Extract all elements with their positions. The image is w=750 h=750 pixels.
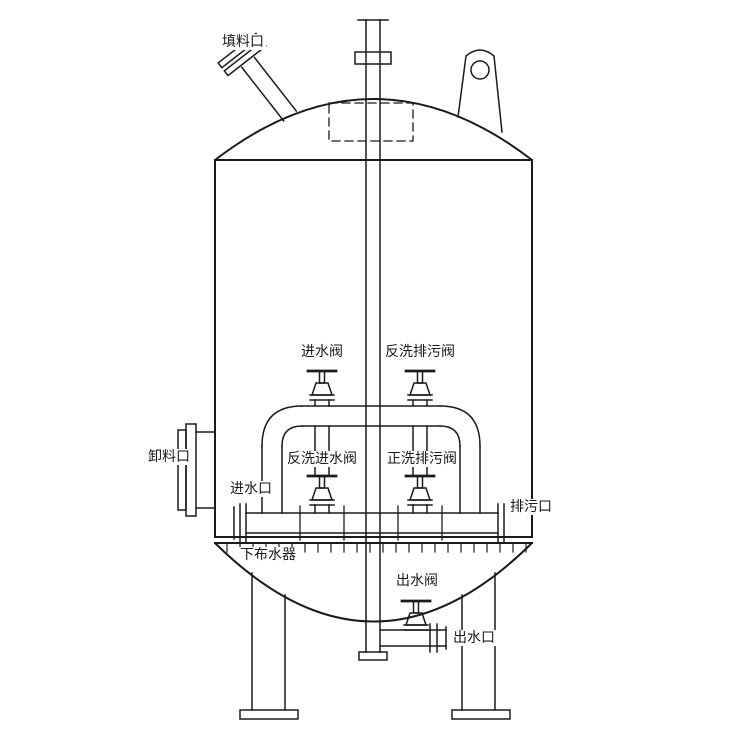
discharge-nozzle: [177, 423, 216, 517]
hidden-manhole-outline: [328, 102, 414, 142]
tank-bottom-dish: [213, 541, 534, 623]
label-outlet-valve: 出水阀: [394, 573, 440, 590]
label-forward-flush-drain-valve: 正洗排污阀: [385, 451, 459, 468]
label-discharge-port: 卸料口: [146, 449, 192, 466]
forward-flush-drain-valve-symbol: [404, 474, 436, 507]
label-outlet-port: 出水口: [451, 630, 497, 647]
center-pipe: [354, 19, 392, 661]
label-lower-water-distributor: 下布水器: [238, 547, 298, 564]
inlet-valve-symbol: [306, 369, 338, 402]
label-backwash-drain-valve: 反洗排污阀: [383, 344, 457, 361]
bottom-pipe-flange: [358, 651, 388, 661]
label-backwash-inlet-valve: 反洗进水阀: [285, 451, 359, 468]
backwash-inlet-valve-symbol: [306, 474, 338, 507]
tank-dome: [213, 98, 534, 162]
label-inlet-valve: 进水阀: [299, 344, 345, 361]
label-inlet-port: 进水口: [228, 481, 274, 498]
top-pipe-flange: [354, 51, 392, 65]
upper-header-pipe: [261, 405, 481, 514]
outlet-piping: [379, 623, 447, 653]
label-drain-port: 排污口: [508, 499, 554, 516]
lower-header-pipe: [233, 503, 505, 543]
label-filling-port: 填料口: [220, 34, 266, 51]
vessel-line-art-root: [177, 19, 534, 720]
valve-stubs: [314, 399, 428, 514]
lug-hole: [470, 60, 490, 80]
header-tee-flanges: [299, 505, 443, 541]
tank-shell: [213, 98, 534, 623]
backwash-drain-valve-symbol: [404, 369, 436, 402]
lifting-lug: [457, 49, 503, 133]
